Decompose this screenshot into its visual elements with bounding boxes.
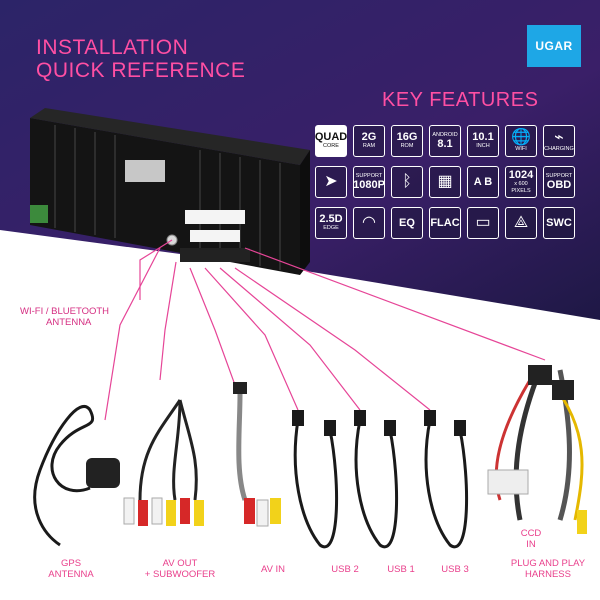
usb-2-label: USB 2: [331, 564, 359, 575]
usb-1-label: USB 1: [387, 564, 415, 575]
feature-badge-wifi: 🌐WIFI: [505, 125, 537, 157]
ccd-label-line-1: CCD: [520, 528, 542, 539]
av-out-label-line-1: AV OUT: [162, 558, 198, 569]
key-features-title: KEY FEATURES: [382, 89, 539, 111]
title-line-2: QUICK REFERENCE: [36, 59, 246, 82]
av-in-label: AV IN: [260, 564, 286, 575]
feature-badge-video-icon: ▦: [437, 173, 453, 190]
feature-badge-navigation-icon: ➤: [324, 173, 338, 190]
feature-badge-android-8-1-big-text: 8.1: [437, 137, 453, 150]
av-out-label-line-2: + SUBWOOFER: [144, 569, 216, 580]
feature-badge-wifi-signal-icon: ◠: [362, 214, 376, 231]
feature-badge-split-screen-big-text: A B: [473, 175, 493, 188]
feature-badge-charging-small-text: CHARGING: [544, 145, 574, 152]
wifi-bt-label-line-2: ANTENNA: [46, 317, 92, 328]
av-out-cable: [123, 399, 204, 526]
feature-badge-10-1-inch-small-text: INCH: [476, 143, 490, 150]
feature-badge-swc: SWC: [543, 207, 575, 239]
feature-badge-charging-icon: ⌁: [554, 128, 564, 146]
feature-badge-resolution-big-text: 1024: [508, 169, 534, 181]
feature-badge-eq: EQ: [391, 207, 423, 239]
feature-badge-support-obd-small-text: SUPPORT: [545, 173, 573, 180]
feature-badge-charging: ⌁CHARGING: [543, 125, 575, 157]
gps-label-line-1: GPS: [60, 558, 82, 569]
feature-badge-flac: FLAC: [429, 207, 461, 239]
feature-badge-swc-big-text: SWC: [546, 216, 572, 229]
feature-badge-wifi-icon: 🌐: [511, 128, 531, 146]
av-out-label: AV OUT + SUBWOOFER: [140, 558, 220, 580]
gps-label-line-2: ANTENNA: [48, 569, 94, 580]
feature-badge-2-5d-edge-small-text: EDGE: [323, 225, 339, 232]
av-in-cable: [233, 382, 281, 527]
feature-badge-bluetooth-icon: ᛒ: [402, 173, 412, 190]
feature-badge-support-obd-big-text: OBD: [546, 178, 572, 191]
feature-badge-resolution-extra-text: PIXELS: [511, 187, 531, 194]
feature-badge-10-1-inch-big-text: 10.1: [472, 131, 494, 144]
harness-label-line-2: HARNESS: [525, 569, 571, 580]
feature-badge-flac-big-text: FLAC: [430, 216, 460, 229]
wifi-bt-label-line-1: WI-FI / BLUETOOTH: [20, 306, 110, 317]
feature-badge-radio-tower: ⟁: [505, 207, 537, 239]
feature-badge-2g-ram-small-text: RAM: [362, 143, 376, 150]
feature-badge-split-screen: A B: [467, 166, 499, 198]
feature-badge-mirror-link-icon: ▭: [475, 214, 491, 231]
usb-3-label: USB 3: [441, 564, 469, 575]
gps-antenna: [33, 405, 120, 547]
feature-badge-eq-big-text: EQ: [399, 216, 415, 229]
feature-badge-navigation: ➤: [315, 166, 347, 198]
page-title: INSTALLATION QUICK REFERENCE: [36, 36, 245, 82]
gps-antenna-label: GPS ANTENNA: [36, 558, 106, 580]
feature-badge-2-5d-edge-big-text: 2.5D: [319, 213, 343, 226]
feature-badge-wifi-signal: ◠: [353, 207, 385, 239]
harness-label: PLUG AND PLAY HARNESS: [500, 558, 596, 580]
ccd-in-label: CCD IN: [516, 528, 546, 550]
feature-badge-support-1080p-small-text: SUPPORT: [355, 173, 383, 180]
feature-badge-resolution-small-text: x 600: [514, 181, 528, 187]
feature-badge-2g-ram-big-text: 2G: [361, 131, 377, 144]
feature-badge-support-1080p-big-text: 1080P: [353, 178, 385, 191]
feature-badge-16g-rom-small-text: ROM: [400, 143, 414, 150]
harness-label-line-1: PLUG AND PLAY: [510, 558, 586, 569]
feature-badge-android-8-1-small-text: ANDROID: [432, 132, 458, 139]
feature-badge-16g-rom-big-text: 16G: [396, 131, 418, 144]
wifi-bluetooth-antenna-label: WI-FI / BLUETOOTH ANTENNA: [20, 306, 109, 328]
usb-plugs: [292, 410, 466, 436]
ccd-label-line-2: IN: [526, 539, 536, 550]
head-unit: [30, 108, 310, 275]
title-line-1: INSTALLATION: [36, 36, 189, 59]
feature-badge-mirror-link: ▭: [467, 207, 499, 239]
feature-badge-radio-tower-icon: ⟁: [513, 214, 529, 231]
ugar-logo: UGAR: [527, 25, 581, 67]
feature-badge-video: ▦: [429, 166, 461, 198]
feature-badge-bluetooth: ᛒ: [391, 166, 423, 198]
feature-badge-quad-core-big-text: QUAD: [314, 131, 348, 144]
usb-cables: [293, 419, 469, 549]
feature-badge-wifi-small-text: WIFI: [515, 145, 527, 152]
plug-and-play-harness: [487, 365, 587, 534]
feature-badge-quad-core-small-text: CORE: [323, 143, 339, 150]
leader-lines: [104, 239, 546, 421]
